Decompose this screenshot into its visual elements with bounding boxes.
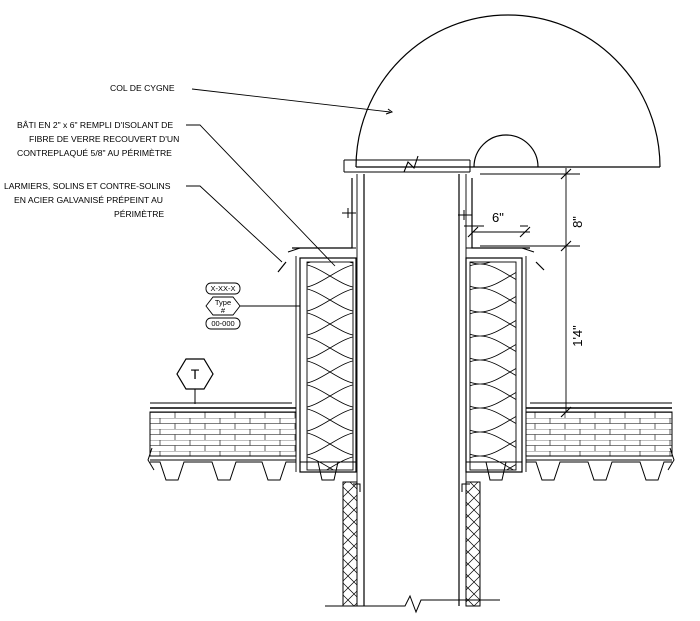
detail-tag-type: Type [215, 298, 231, 307]
roof-assembly-left [147, 402, 297, 481]
svg-text:PÉRIMÈTRE: PÉRIMÈTRE [114, 209, 164, 219]
hex-marker: T [176, 358, 214, 404]
gooseneck-hood [343, 14, 661, 173]
svg-text:EN ACIER GALVANISÉ PRÉPEINT AU: EN ACIER GALVANISÉ PRÉPEINT AU [14, 195, 163, 205]
svg-text:CONTREPLAQUÉ 5/8" AU PÉRIMÈTRE: CONTREPLAQUÉ 5/8" AU PÉRIMÈTRE [17, 148, 172, 158]
dimension-width-6in: 6" [492, 210, 504, 225]
label-flashing: LARMIERS, SOLINS ET CONTRE-SOLINS EN ACI… [4, 181, 171, 219]
dimension-height-1ft4in: 1'4" [570, 325, 585, 347]
svg-text:1'4": 1'4" [570, 325, 585, 347]
svg-text:8": 8" [570, 216, 585, 228]
svg-text:T: T [191, 366, 200, 382]
detail-tag-bottom: 00-000 [211, 319, 234, 328]
svg-text:BÂTI EN 2" x 6" REMPLI D'ISOL: BÂTI EN 2" x 6" REMPLI D'ISOLANT DE [17, 120, 173, 130]
label-frame: BÂTI EN 2" x 6" REMPLI D'ISOLANT DE FIBR… [17, 120, 179, 158]
detail-tag-top: X-XX-X [210, 284, 235, 293]
svg-text:6": 6" [492, 210, 504, 225]
svg-text:COL DE CYGNE: COL DE CYGNE [110, 83, 175, 93]
dimension-height-8in: 8" [570, 216, 585, 228]
svg-text:LARMIERS, SOLINS ET CONTRE-SOL: LARMIERS, SOLINS ET CONTRE-SOLINS [4, 181, 171, 191]
roof-deck-at-duct [300, 461, 522, 481]
detail-tag: X-XX-X Type # 00-000 [205, 282, 241, 330]
roof-assembly-right [525, 402, 675, 481]
leader-lines [186, 88, 394, 307]
dimension-lines [464, 168, 580, 418]
detail-tag-number: # [221, 306, 226, 315]
wall-insulation-below [342, 481, 481, 607]
label-gooseneck: COL DE CYGNE [110, 83, 175, 93]
curb-left [277, 178, 357, 473]
svg-text:FIBRE DE VERRE RECOUVERT D'UN: FIBRE DE VERRE RECOUVERT D'UN [29, 134, 179, 144]
